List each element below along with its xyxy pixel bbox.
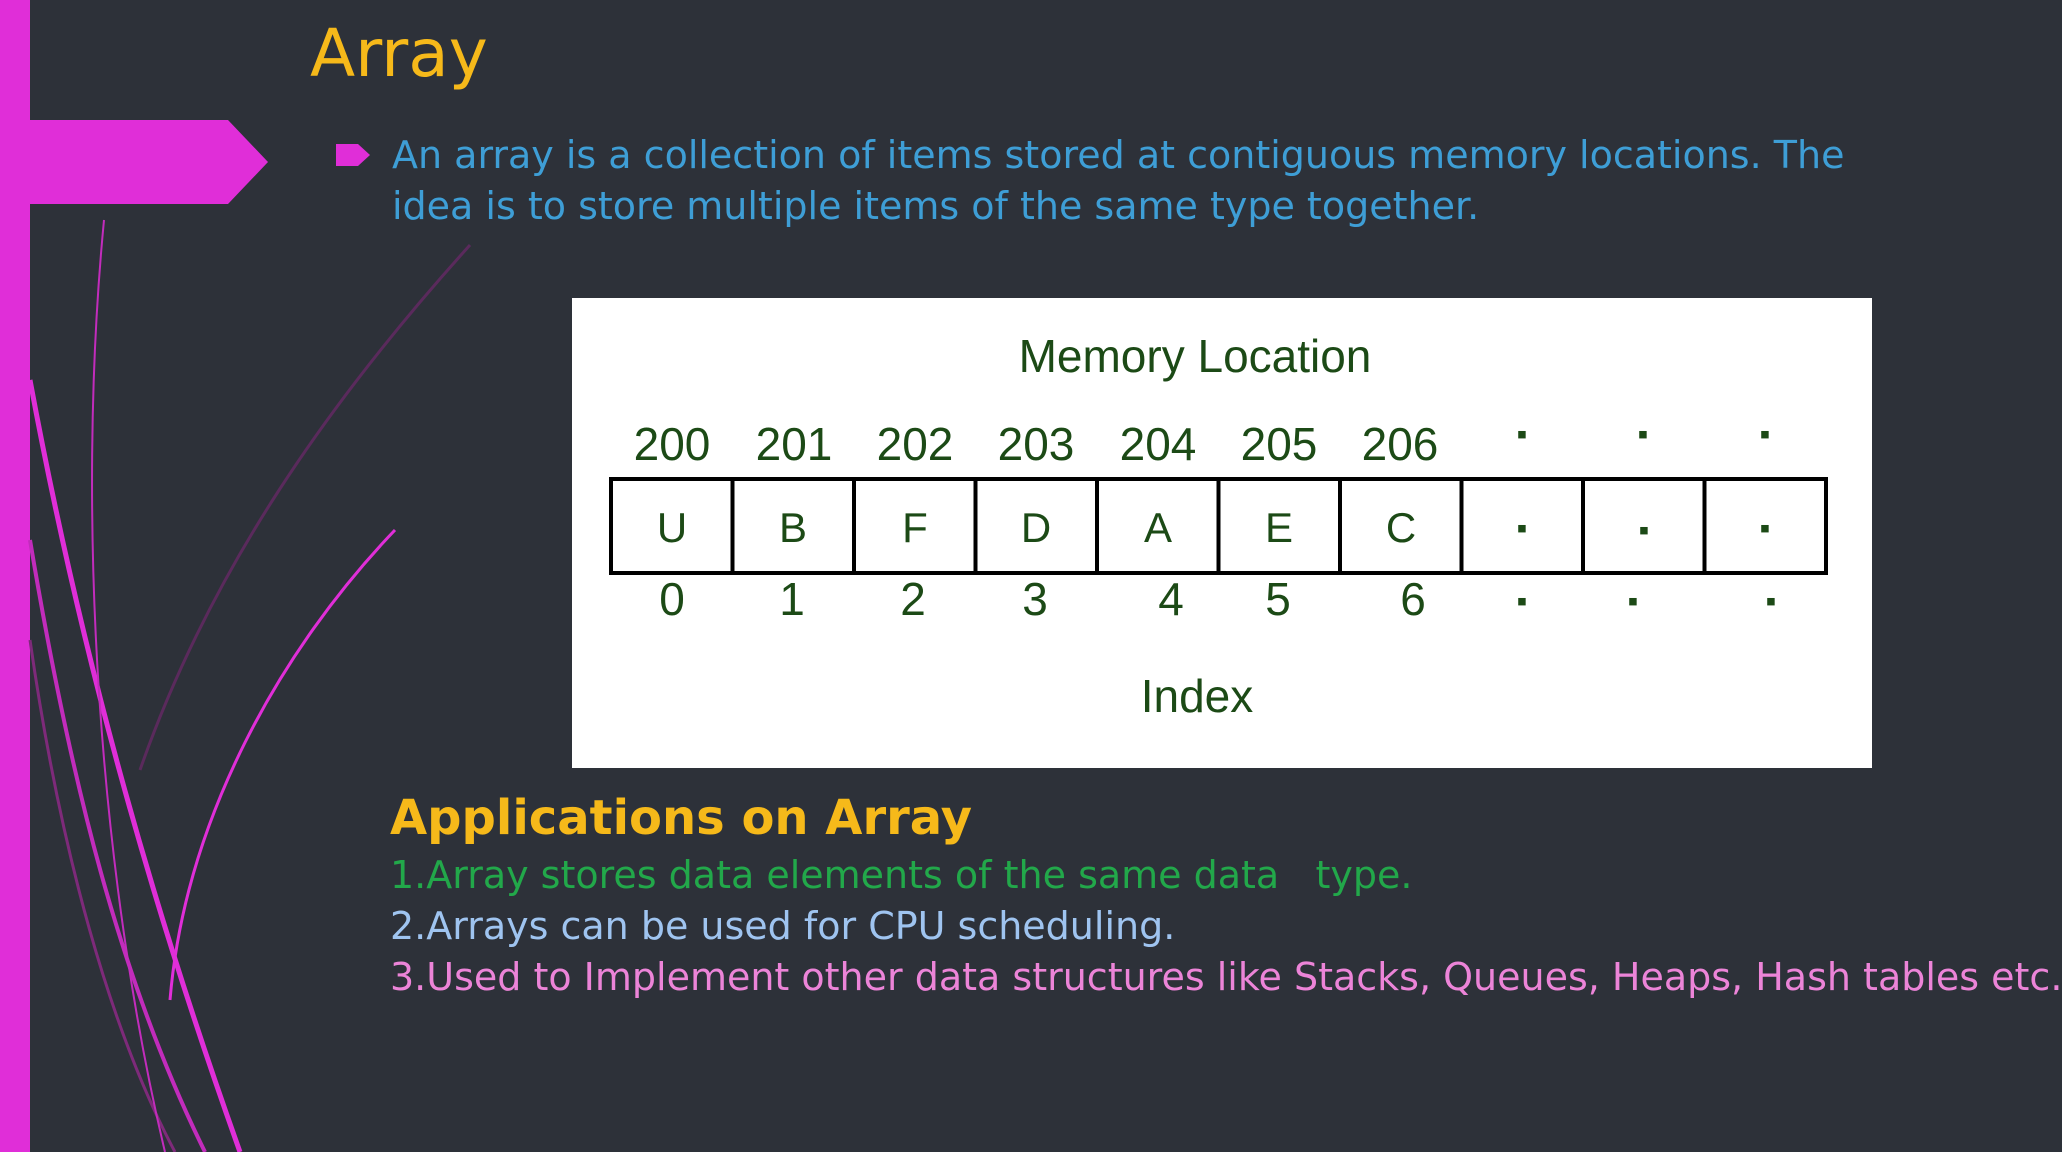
address-label: 206: [1362, 418, 1439, 470]
array-cell: [1338, 477, 1464, 575]
index-label: ▪: [1766, 585, 1777, 618]
index-label: 0: [659, 573, 685, 625]
cell-value: C: [1386, 504, 1416, 551]
slide-title: Array: [310, 15, 488, 92]
array-cell: [1095, 477, 1221, 575]
application-item: 3.Used to Implement other data structure…: [390, 955, 2062, 999]
address-label: ▪: [1638, 418, 1649, 451]
cell-value: U: [657, 504, 687, 551]
index-label: 1: [779, 573, 805, 625]
array-cell: [609, 477, 735, 575]
cell-value: ▪: [1517, 512, 1528, 545]
cell-value: E: [1265, 504, 1293, 551]
array-cell: [1459, 477, 1585, 575]
address-label: 204: [1120, 418, 1197, 470]
index-label: ▪: [1628, 585, 1639, 618]
cell-value: A: [1144, 504, 1172, 551]
index-axis-label: Index: [1141, 670, 1254, 722]
index-label: ▪: [1517, 585, 1528, 618]
diagram-title: Memory Location: [1019, 330, 1372, 382]
cell-value: D: [1021, 504, 1051, 551]
cell-value: B: [779, 504, 807, 551]
definition-text: An array is a collection of items stored…: [392, 133, 1845, 228]
arrow-bullet-icon: [336, 144, 370, 166]
index-label: 4: [1158, 573, 1184, 625]
index-label: 6: [1400, 573, 1426, 625]
address-label: 203: [998, 418, 1075, 470]
array-cell: [1702, 477, 1828, 575]
application-item: 1.Array stores data elements of the same…: [390, 853, 1413, 897]
applications-list: 1.Array stores data elements of the same…: [390, 850, 2062, 1003]
address-label: 201: [756, 418, 833, 470]
cell-value: F: [902, 504, 928, 551]
cell-value: ▪: [1760, 512, 1771, 545]
array-cell: [1216, 477, 1342, 575]
cell-value: ▪: [1639, 514, 1650, 547]
applications-heading: Applications on Array: [390, 790, 972, 846]
index-label: 3: [1022, 573, 1048, 625]
address-label: ▪: [1760, 418, 1771, 451]
address-label: ▪: [1517, 418, 1528, 451]
array-cell: [973, 477, 1099, 575]
array-cell: [1581, 477, 1707, 575]
array-cell: [730, 477, 856, 575]
index-label: 2: [900, 573, 926, 625]
index-label: 5: [1265, 573, 1291, 625]
array-memory-diagram: Memory Location 200 201 202 203 204 205 …: [572, 298, 1872, 768]
address-label: 200: [634, 418, 711, 470]
application-item: 2.Arrays can be used for CPU scheduling.: [390, 904, 1176, 948]
address-label: 202: [877, 418, 954, 470]
address-label: 205: [1241, 418, 1318, 470]
